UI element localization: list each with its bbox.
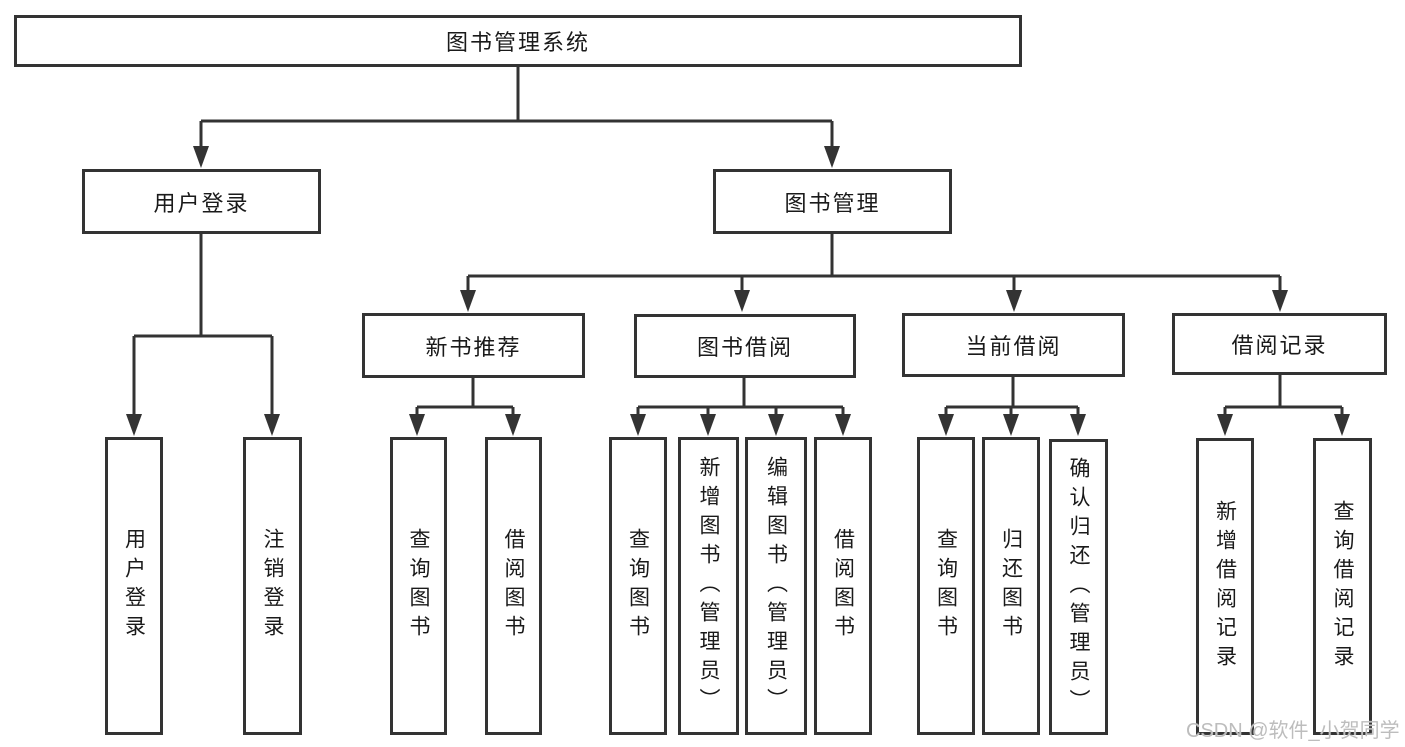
leaf-edit-books-admin: 编辑图书（管理员） xyxy=(745,437,807,735)
leaf-return-books: 归还图书 xyxy=(982,437,1040,735)
node-user-login-branch: 用户登录 xyxy=(82,169,321,234)
leaf-query-books-current: 查询图书 xyxy=(917,437,975,735)
node-book-management-branch: 图书管理 xyxy=(713,169,952,234)
leaf-borrow-books-recommend: 借阅图书 xyxy=(485,437,542,735)
leaf-query-borrow-record: 查询借阅记录 xyxy=(1313,438,1372,735)
leaf-query-books-borrowing: 查询图书 xyxy=(609,437,667,735)
leaf-user-login: 用户登录 xyxy=(105,437,163,735)
node-library-management-system: 图书管理系统 xyxy=(14,15,1022,67)
node-book-borrowing: 图书借阅 xyxy=(634,314,856,378)
leaf-borrow-books: 借阅图书 xyxy=(814,437,872,735)
node-borrowing-records: 借阅记录 xyxy=(1172,313,1387,375)
leaf-confirm-return-admin: 确认归还（管理员） xyxy=(1049,439,1108,735)
node-current-borrowing: 当前借阅 xyxy=(902,313,1125,377)
csdn-watermark: CSDN @软件_小贺同学 xyxy=(1186,720,1400,742)
leaf-logout: 注销登录 xyxy=(243,437,302,735)
node-new-book-recommend: 新书推荐 xyxy=(362,313,585,378)
leaf-query-books-recommend: 查询图书 xyxy=(390,437,447,735)
leaf-add-books-admin: 新增图书（管理员） xyxy=(678,437,739,735)
leaf-add-borrow-record: 新增借阅记录 xyxy=(1196,438,1254,735)
